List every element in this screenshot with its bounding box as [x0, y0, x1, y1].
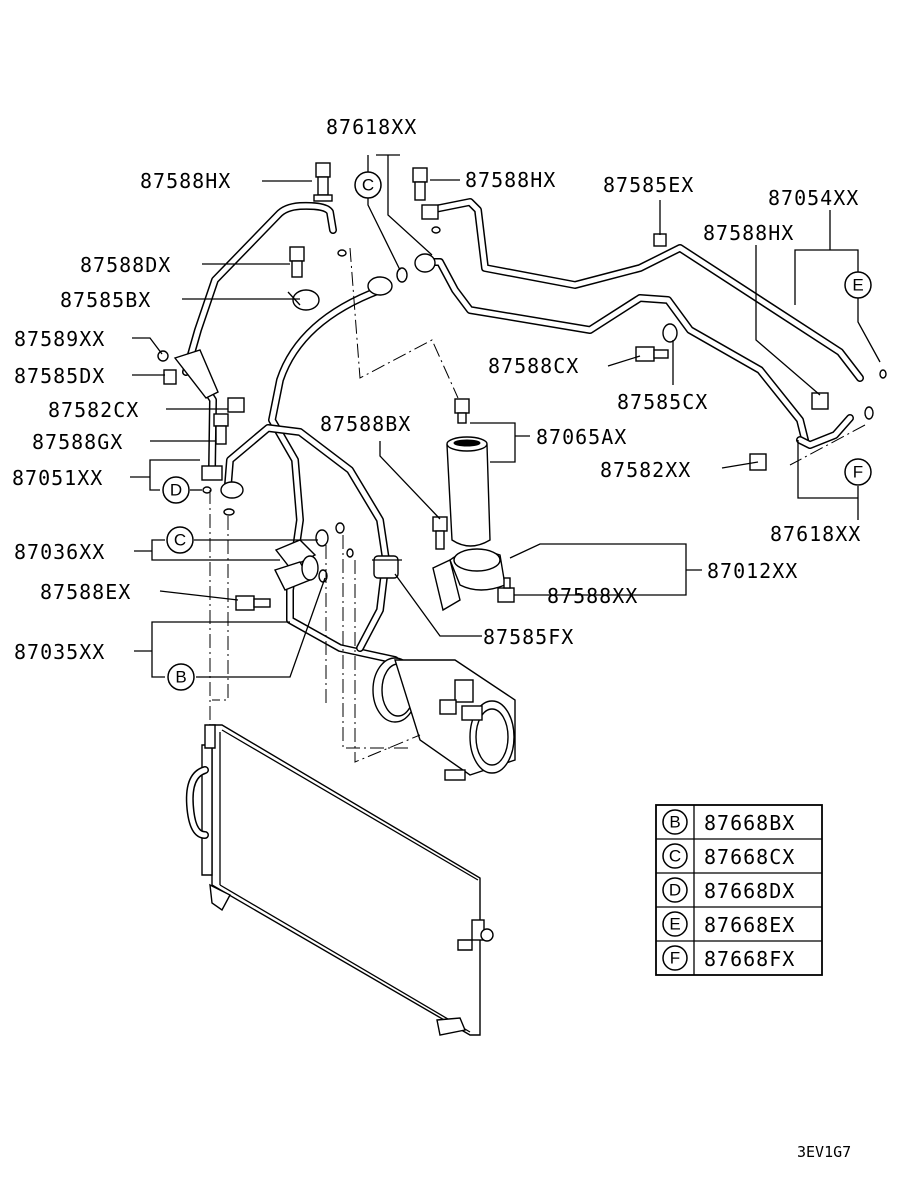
svg-text:B: B: [669, 813, 680, 832]
label-87036XX: 87036XX: [14, 540, 105, 564]
bolt-87588GX: [213, 413, 229, 445]
label-87585BX: 87585BX: [60, 288, 151, 312]
callout-e: E: [844, 271, 872, 299]
svg-text:87668CX: 87668CX: [704, 845, 795, 869]
label-87582XX: 87582XX: [600, 458, 691, 482]
bolt-87065AX-top: [454, 398, 470, 414]
compressor: [372, 657, 516, 781]
receiver-drier-87065AX: [446, 436, 491, 547]
legend-row-f: F 87668FX: [662, 945, 795, 971]
bracket-left: [173, 349, 219, 399]
label-87588EX: 87588EX: [40, 580, 131, 604]
svg-text:C: C: [362, 176, 374, 195]
svg-text:E: E: [852, 276, 863, 295]
leader-lines: [130, 154, 881, 678]
label-87588XX: 87588XX: [547, 584, 638, 608]
bracket-87012XX: [432, 548, 506, 612]
svg-text:B: B: [175, 668, 186, 687]
svg-text:C: C: [174, 531, 186, 550]
legend-row-d: D 87668DX: [662, 877, 795, 903]
label-87589XX: 87589XX: [14, 327, 105, 351]
label-87585FX: 87585FX: [483, 625, 574, 649]
legend-table: B 87668BX C 87668CX D 87668DX E 87668EX …: [655, 804, 823, 976]
legend-row-c: C 87668CX: [662, 843, 795, 869]
label-87588HX-right: 87588HX: [703, 221, 794, 245]
legend-row-b: B 87668BX: [662, 809, 795, 835]
label-87051XX: 87051XX: [12, 466, 103, 490]
nut-87589XX: [157, 350, 169, 362]
bolt-87588BX: [432, 516, 448, 550]
svg-text:C: C: [669, 847, 681, 866]
callout-circles: C C D B E F: [162, 171, 872, 691]
bolt-87588HX-left: [313, 162, 333, 202]
svg-text:87668EX: 87668EX: [704, 913, 795, 937]
label-87065AX: 87065AX: [536, 425, 627, 449]
callout-c-top: C: [354, 171, 382, 199]
svg-text:87668FX: 87668FX: [704, 947, 795, 971]
label-87588HX-left: 87588HX: [140, 169, 231, 193]
svg-text:87668DX: 87668DX: [704, 879, 795, 903]
pipe-network: [182, 198, 864, 664]
svg-text:D: D: [669, 881, 681, 900]
parts: [157, 162, 887, 1036]
svg-text:F: F: [670, 949, 680, 968]
bolt-87588DX: [289, 246, 305, 278]
label-87588CX: 87588CX: [488, 354, 579, 378]
label-87582CX: 87582CX: [48, 398, 139, 422]
condenser: [185, 724, 494, 1036]
label-87618XX-bottom: 87618XX: [770, 522, 861, 546]
part-labels: 87618XX 87588HX 87588HX 87585EX 87054XX …: [12, 115, 861, 664]
callout-d: D: [162, 476, 190, 504]
svg-text:87668BX: 87668BX: [704, 811, 795, 835]
svg-text:F: F: [853, 463, 863, 482]
label-87585DX: 87585DX: [14, 364, 105, 388]
label-87054XX: 87054XX: [768, 186, 859, 210]
svg-text:D: D: [170, 481, 182, 500]
bolt-87588EX: [235, 595, 271, 611]
bolt-87588HX-mid: [412, 167, 428, 201]
label-87035XX: 87035XX: [14, 640, 105, 664]
svg-text:E: E: [669, 915, 680, 934]
callout-f: F: [844, 458, 872, 486]
label-87585EX: 87585EX: [603, 173, 694, 197]
callout-c-mid: C: [166, 526, 194, 554]
clip-87585DX: [163, 369, 177, 385]
legend-row-e: E 87668EX: [662, 911, 795, 937]
fitting-top-c: [367, 276, 393, 296]
label-87618XX-top: 87618XX: [326, 115, 417, 139]
clip-87585EX: [653, 233, 667, 247]
clip-87585CX: [662, 323, 678, 343]
fitting-87051XX: [201, 465, 223, 481]
label-87588BX: 87588BX: [320, 412, 411, 436]
label-87588DX: 87588DX: [80, 253, 171, 277]
center-lines: [209, 247, 866, 763]
label-87588GX: 87588GX: [32, 430, 123, 454]
nut-87582CX: [227, 397, 245, 413]
fitting-d: [220, 481, 244, 499]
label-87588HX-mid: 87588HX: [465, 168, 556, 192]
diagram-code: 3EV1G7: [797, 1143, 851, 1161]
callout-b: B: [167, 663, 195, 691]
bolt-87588CX: [635, 346, 669, 362]
clamp-87585BX: [287, 289, 320, 311]
label-87012XX: 87012XX: [707, 559, 798, 583]
clamp-87585FX: [372, 555, 402, 579]
bolt-87588HX-right: [811, 392, 829, 410]
label-87585CX: 87585CX: [617, 390, 708, 414]
fitting-87036XX: [274, 522, 345, 569]
